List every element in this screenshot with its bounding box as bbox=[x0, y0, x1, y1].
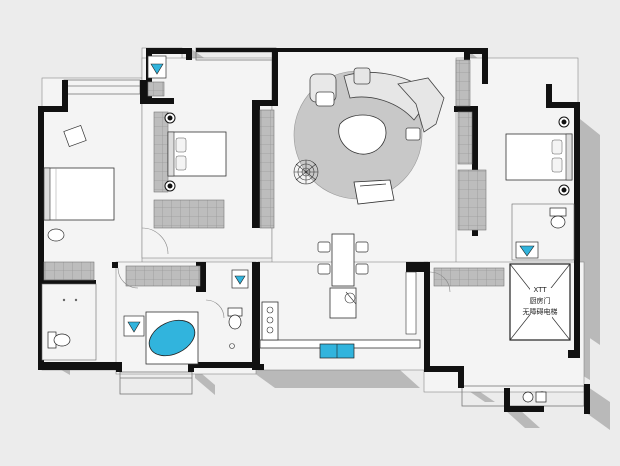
bed-center-left bbox=[167, 131, 227, 177]
side-table-left bbox=[47, 228, 65, 242]
rattan-chair bbox=[293, 159, 319, 185]
dining-table bbox=[317, 233, 369, 287]
small-sink-icon bbox=[231, 269, 249, 289]
bed-right bbox=[505, 133, 573, 181]
bath-sink-icon bbox=[123, 315, 145, 337]
bath-left-floor bbox=[41, 283, 97, 361]
elevator-label-line1: 厨房门 bbox=[530, 296, 551, 305]
lamp-icons-left bbox=[164, 112, 176, 192]
bathtub bbox=[145, 311, 199, 365]
toilet-icon-center bbox=[227, 307, 243, 330]
elevator-tag: XTT bbox=[533, 286, 547, 294]
elevator bbox=[509, 263, 571, 341]
cabinets bbox=[43, 59, 505, 287]
door-swings bbox=[117, 227, 451, 319]
lamp-icons-right bbox=[558, 116, 570, 196]
armchair bbox=[309, 73, 337, 107]
kitchen-island bbox=[329, 287, 357, 319]
floor-cushion bbox=[353, 179, 395, 205]
sofa bbox=[343, 67, 445, 141]
bed-left bbox=[43, 167, 115, 221]
stove-icon bbox=[266, 306, 274, 334]
pantry-door bbox=[405, 271, 417, 335]
right-sink-icon bbox=[515, 241, 539, 259]
toilet-icon-left bbox=[47, 331, 71, 349]
coffee-table bbox=[338, 114, 387, 155]
top-sink-icon bbox=[147, 55, 167, 79]
elevator-label-line2: 无障碍电梯 bbox=[523, 307, 558, 316]
toilet-icon-bottom bbox=[522, 391, 547, 403]
cooktop-counter bbox=[261, 301, 279, 341]
chair-left bbox=[63, 124, 87, 148]
toilet-icon-right bbox=[549, 207, 567, 229]
kitchen-sink-icon bbox=[319, 343, 355, 359]
